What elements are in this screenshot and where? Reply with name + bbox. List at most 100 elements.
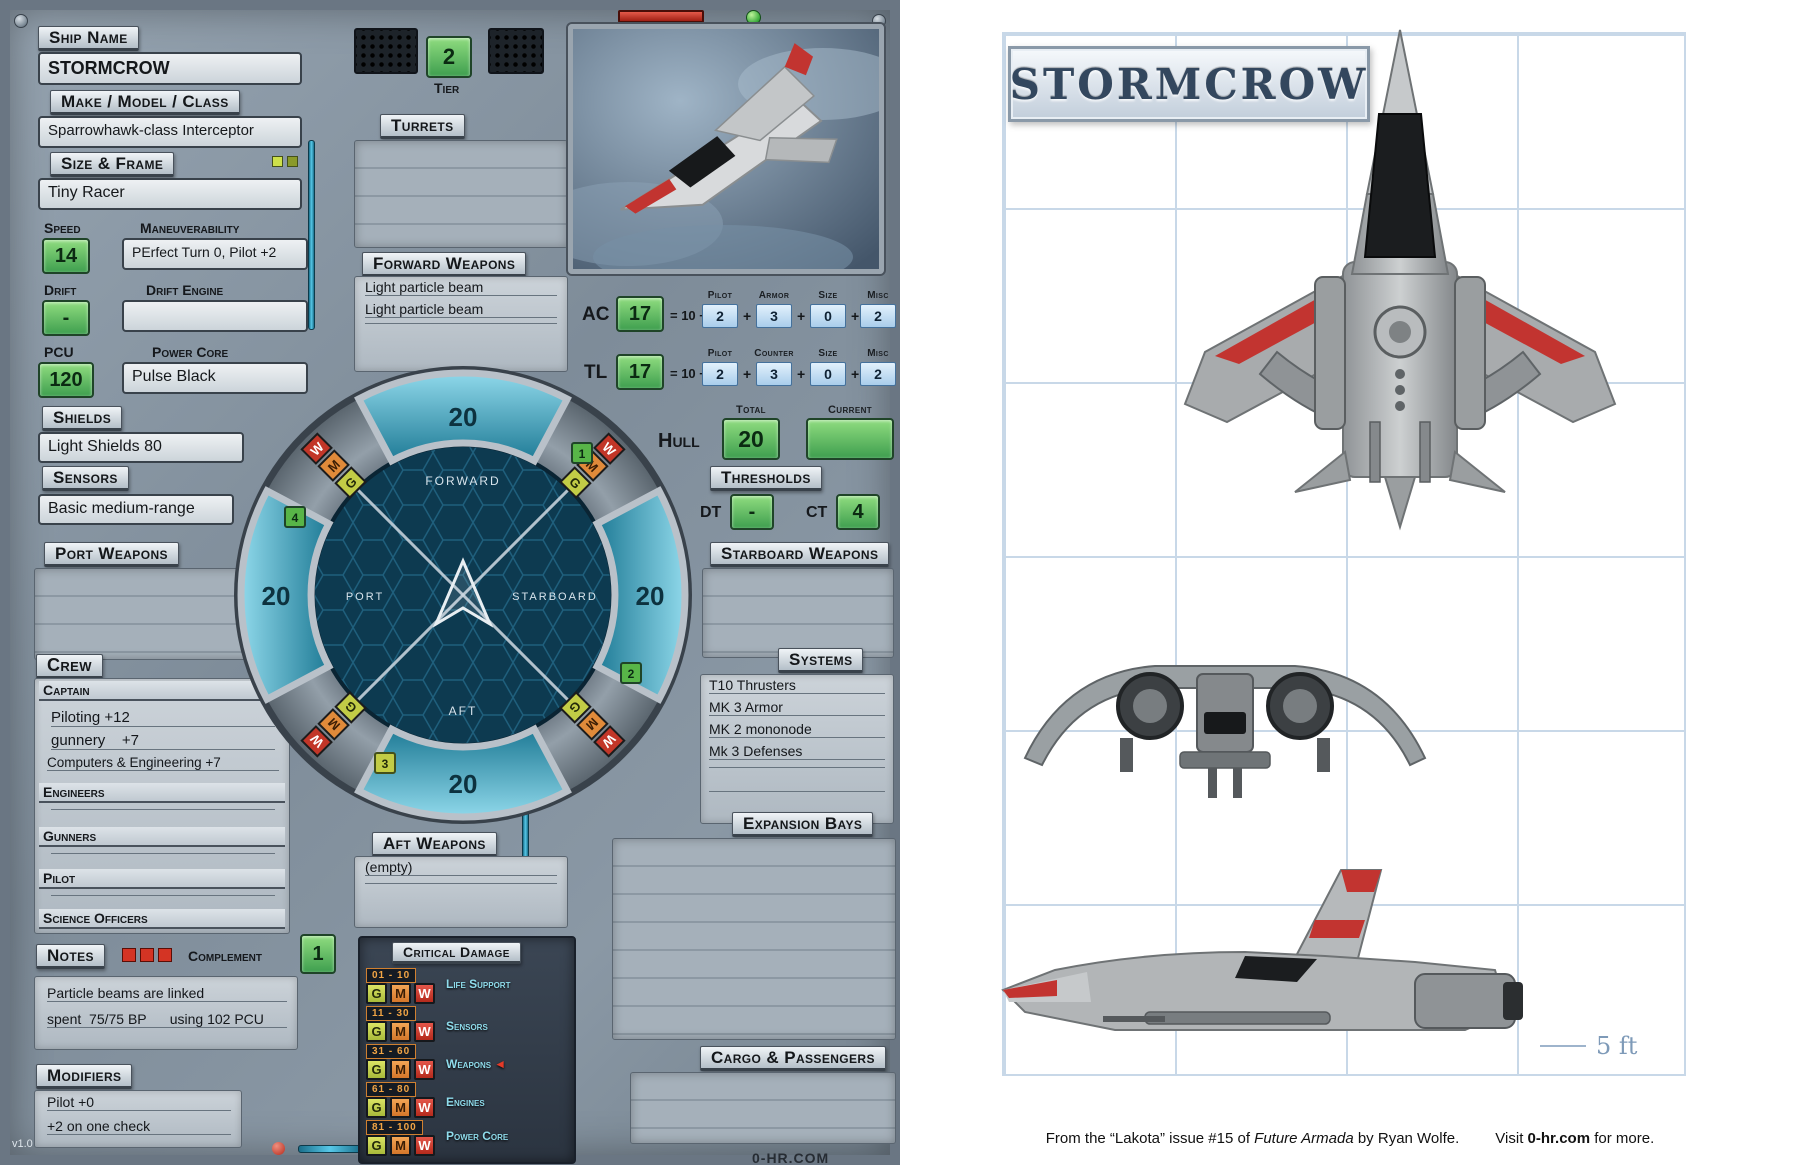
tl-value[interactable]: 17: [616, 354, 664, 390]
wrecked-checkbox[interactable]: W: [414, 983, 435, 1004]
forward-weapon-entry[interactable]: Light particle beam: [365, 301, 557, 318]
system-entry[interactable]: MK 3 Armor: [709, 699, 885, 716]
turrets-header: Turrets: [380, 114, 465, 139]
system-entry[interactable]: [709, 767, 885, 768]
wrecked-checkbox[interactable]: W: [414, 1135, 435, 1156]
power-core-field[interactable]: Pulse Black: [122, 362, 308, 394]
hull-current-value[interactable]: [806, 418, 894, 460]
port-shield-value[interactable]: 20: [262, 581, 291, 611]
aft-shield-value[interactable]: 20: [449, 769, 478, 799]
plus-sign: +: [797, 308, 806, 324]
footer-site-link[interactable]: 0-hr.com: [1527, 1130, 1591, 1147]
crit-system-name: Life Support: [446, 977, 511, 991]
wrecked-checkbox[interactable]: W: [414, 1097, 435, 1118]
expansion-bays-header: Expansion Bays: [732, 812, 874, 837]
malfunction-checkbox[interactable]: M: [390, 1097, 411, 1118]
gunners-entry-line[interactable]: [51, 853, 275, 854]
notes-line[interactable]: spent 75/75 BP using 102 PCU: [47, 1011, 287, 1028]
ship-name-field[interactable]: STORMCROW: [38, 52, 302, 85]
dt-value[interactable]: -: [730, 494, 774, 530]
tl-misc-value[interactable]: 2: [860, 362, 896, 386]
system-entry[interactable]: [709, 791, 885, 792]
port-weapons-entry-area[interactable]: [34, 568, 266, 660]
tl-pilot-label: Pilot: [707, 348, 733, 359]
turrets-entry-area[interactable]: [354, 140, 568, 248]
port-weapons-header: Port Weapons: [44, 542, 179, 567]
pcu-value[interactable]: 120: [38, 362, 94, 398]
complement-value[interactable]: 1: [300, 934, 336, 974]
aft-weapon-entry[interactable]: (empty): [365, 859, 557, 876]
modifier-line[interactable]: +2 on one check: [47, 1118, 231, 1135]
cargo-entry-area[interactable]: [630, 1072, 896, 1144]
glitch-checkbox[interactable]: G: [366, 983, 387, 1004]
wrecked-checkbox[interactable]: W: [414, 1059, 435, 1080]
damage-marker-icon[interactable]: [140, 948, 154, 962]
modifier-line[interactable]: Pilot +0: [47, 1094, 231, 1111]
tl-size-value[interactable]: 0: [810, 362, 846, 386]
malfunction-checkbox[interactable]: M: [390, 1021, 411, 1042]
captain-skill-line[interactable]: Computers & Engineering +7: [47, 755, 279, 771]
malfunction-checkbox[interactable]: M: [390, 1059, 411, 1080]
damage-track-se[interactable]: W M G: [559, 691, 626, 758]
tl-pilot-value[interactable]: 2: [702, 362, 738, 386]
segment-badge-4[interactable]: 4: [284, 506, 306, 528]
cargo-passengers-header: Cargo & Passengers: [700, 1046, 886, 1071]
tl-counter-value[interactable]: 3: [756, 362, 792, 386]
shields-field[interactable]: Light Shields 80: [38, 432, 244, 463]
starboard-shield-value[interactable]: 20: [636, 581, 665, 611]
captain-skill-line[interactable]: gunnery +7: [51, 732, 275, 750]
ac-size-value[interactable]: 0: [810, 304, 846, 328]
credit-footer: From the “Lakota” issue #15 of Future Ar…: [900, 1130, 1800, 1147]
segment-badge-1[interactable]: 1: [571, 442, 593, 464]
system-entry[interactable]: T10 Thrusters: [709, 677, 885, 694]
damage-track-nw[interactable]: W M G: [300, 432, 367, 499]
make-model-class-field[interactable]: Sparrowhawk-class Interceptor: [38, 116, 302, 148]
systems-header: Systems: [778, 648, 864, 673]
glitch-checkbox[interactable]: G: [366, 1097, 387, 1118]
expansion-bays-entry-area[interactable]: [612, 838, 896, 1040]
forward-weapon-entry[interactable]: [365, 323, 557, 324]
damage-marker-icon[interactable]: [158, 948, 172, 962]
ac-armor-value[interactable]: 3: [756, 304, 792, 328]
tier-value[interactable]: 2: [426, 36, 472, 78]
glitch-checkbox[interactable]: G: [366, 1059, 387, 1080]
malfunction-checkbox[interactable]: M: [390, 1135, 411, 1156]
captain-skill-line[interactable]: Piloting +12: [51, 709, 275, 727]
ac-pilot-value[interactable]: 2: [702, 304, 738, 328]
sensors-field[interactable]: Basic medium-range: [38, 494, 234, 525]
engineers-entry-line[interactable]: [51, 809, 275, 810]
forward-shield-value[interactable]: 20: [449, 402, 478, 432]
wrecked-checkbox[interactable]: W: [414, 1021, 435, 1042]
forward-weapon-entry[interactable]: Light particle beam: [365, 279, 557, 296]
speed-value[interactable]: 14: [42, 238, 90, 274]
aft-weapon-entry[interactable]: [365, 883, 557, 884]
ac-value[interactable]: 17: [616, 296, 664, 332]
glitch-checkbox[interactable]: G: [366, 1135, 387, 1156]
size-marker-icon: [272, 156, 283, 167]
drift-value[interactable]: -: [42, 300, 90, 336]
ct-value[interactable]: 4: [836, 494, 880, 530]
speed-label: Speed: [44, 220, 81, 236]
thresholds-header: Thresholds: [710, 466, 822, 491]
notes-line[interactable]: Particle beams are linked: [47, 985, 287, 1002]
maneuverability-field[interactable]: PErfect Turn 0, Pilot +2: [122, 238, 308, 270]
plus-sign: +: [851, 366, 860, 382]
malfunction-checkbox[interactable]: M: [390, 983, 411, 1004]
damage-marker-icon[interactable]: [122, 948, 136, 962]
drift-engine-field[interactable]: [122, 300, 308, 332]
damage-track-sw[interactable]: W M G: [300, 691, 367, 758]
starboard-weapons-entry-area[interactable]: [702, 568, 894, 658]
system-entry[interactable]: MK 2 mononode: [709, 721, 885, 738]
pilot-entry-line[interactable]: [51, 895, 275, 896]
ac-misc-value[interactable]: 2: [860, 304, 896, 328]
segment-badge-2[interactable]: 2: [620, 662, 642, 684]
hull-total-value[interactable]: 20: [722, 418, 780, 460]
segment-badge-3[interactable]: 3: [374, 752, 396, 774]
red-button-icon[interactable]: [272, 1142, 285, 1155]
glitch-checkbox[interactable]: G: [366, 1021, 387, 1042]
size-frame-field[interactable]: Tiny Racer: [38, 178, 302, 210]
footer-text: From the “Lakota” issue #15 of: [1045, 1130, 1255, 1147]
system-entry[interactable]: Mk 3 Defenses: [709, 743, 885, 760]
ac-size-label: Size: [818, 290, 838, 301]
tl-label: TL: [584, 362, 608, 383]
